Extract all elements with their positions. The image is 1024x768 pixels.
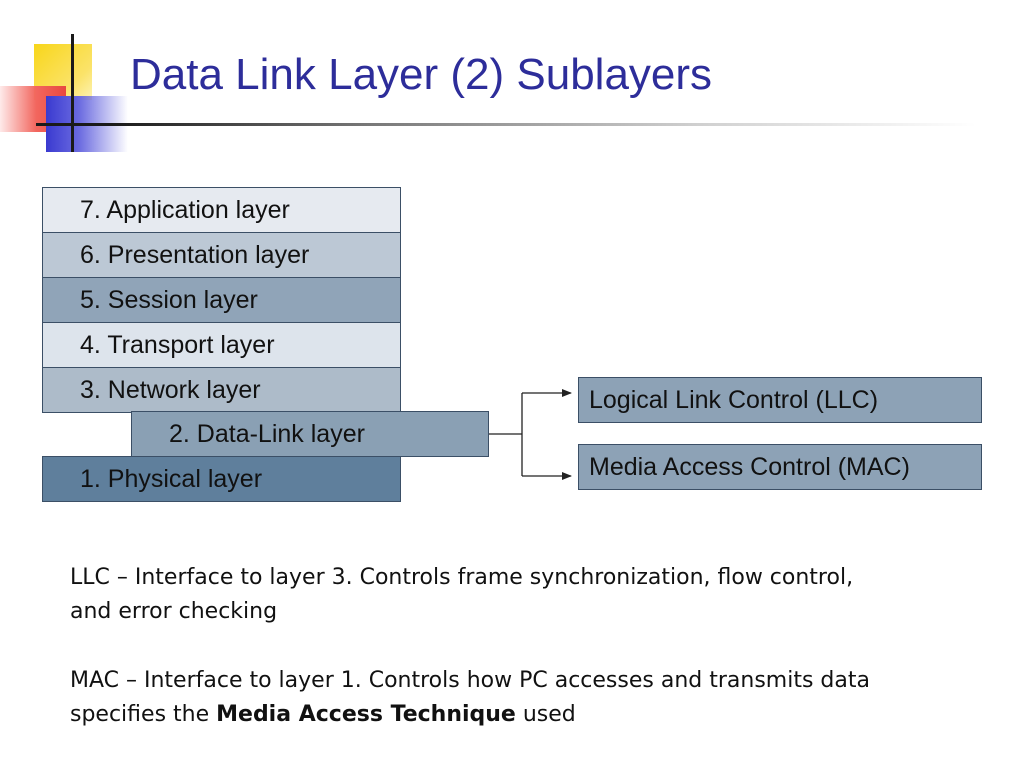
layer-transport: 4. Transport layer: [42, 322, 401, 368]
mac-description-suffix: used: [515, 702, 576, 727]
logo-vertical-line: [71, 34, 74, 152]
llc-description-line2: and error checking: [70, 599, 278, 624]
layer-presentation: 6. Presentation layer: [42, 232, 401, 278]
layer-physical: 1. Physical layer: [42, 456, 401, 502]
media-access-technique-term: Media Access Technique: [216, 702, 516, 727]
llc-description-line1: LLC – Interface to layer 3. Controls fra…: [70, 565, 854, 590]
title-underline: [36, 123, 976, 126]
mac-description: MAC – Interface to layer 1. Controls how…: [70, 664, 1000, 732]
slide-title: Data Link Layer (2) Sublayers: [130, 50, 713, 99]
sublayer-mac: Media Access Control (MAC): [578, 444, 982, 490]
layer-data-link: 2. Data-Link layer: [131, 411, 489, 457]
layer-session: 5. Session layer: [42, 277, 401, 323]
layer-network: 3. Network layer: [42, 367, 401, 413]
mac-description-line1: MAC – Interface to layer 1. Controls how…: [70, 668, 870, 693]
llc-description: LLC – Interface to layer 3. Controls fra…: [70, 561, 1000, 629]
sublayer-llc: Logical Link Control (LLC): [578, 377, 982, 423]
mac-description-prefix: specifies the: [70, 702, 217, 727]
